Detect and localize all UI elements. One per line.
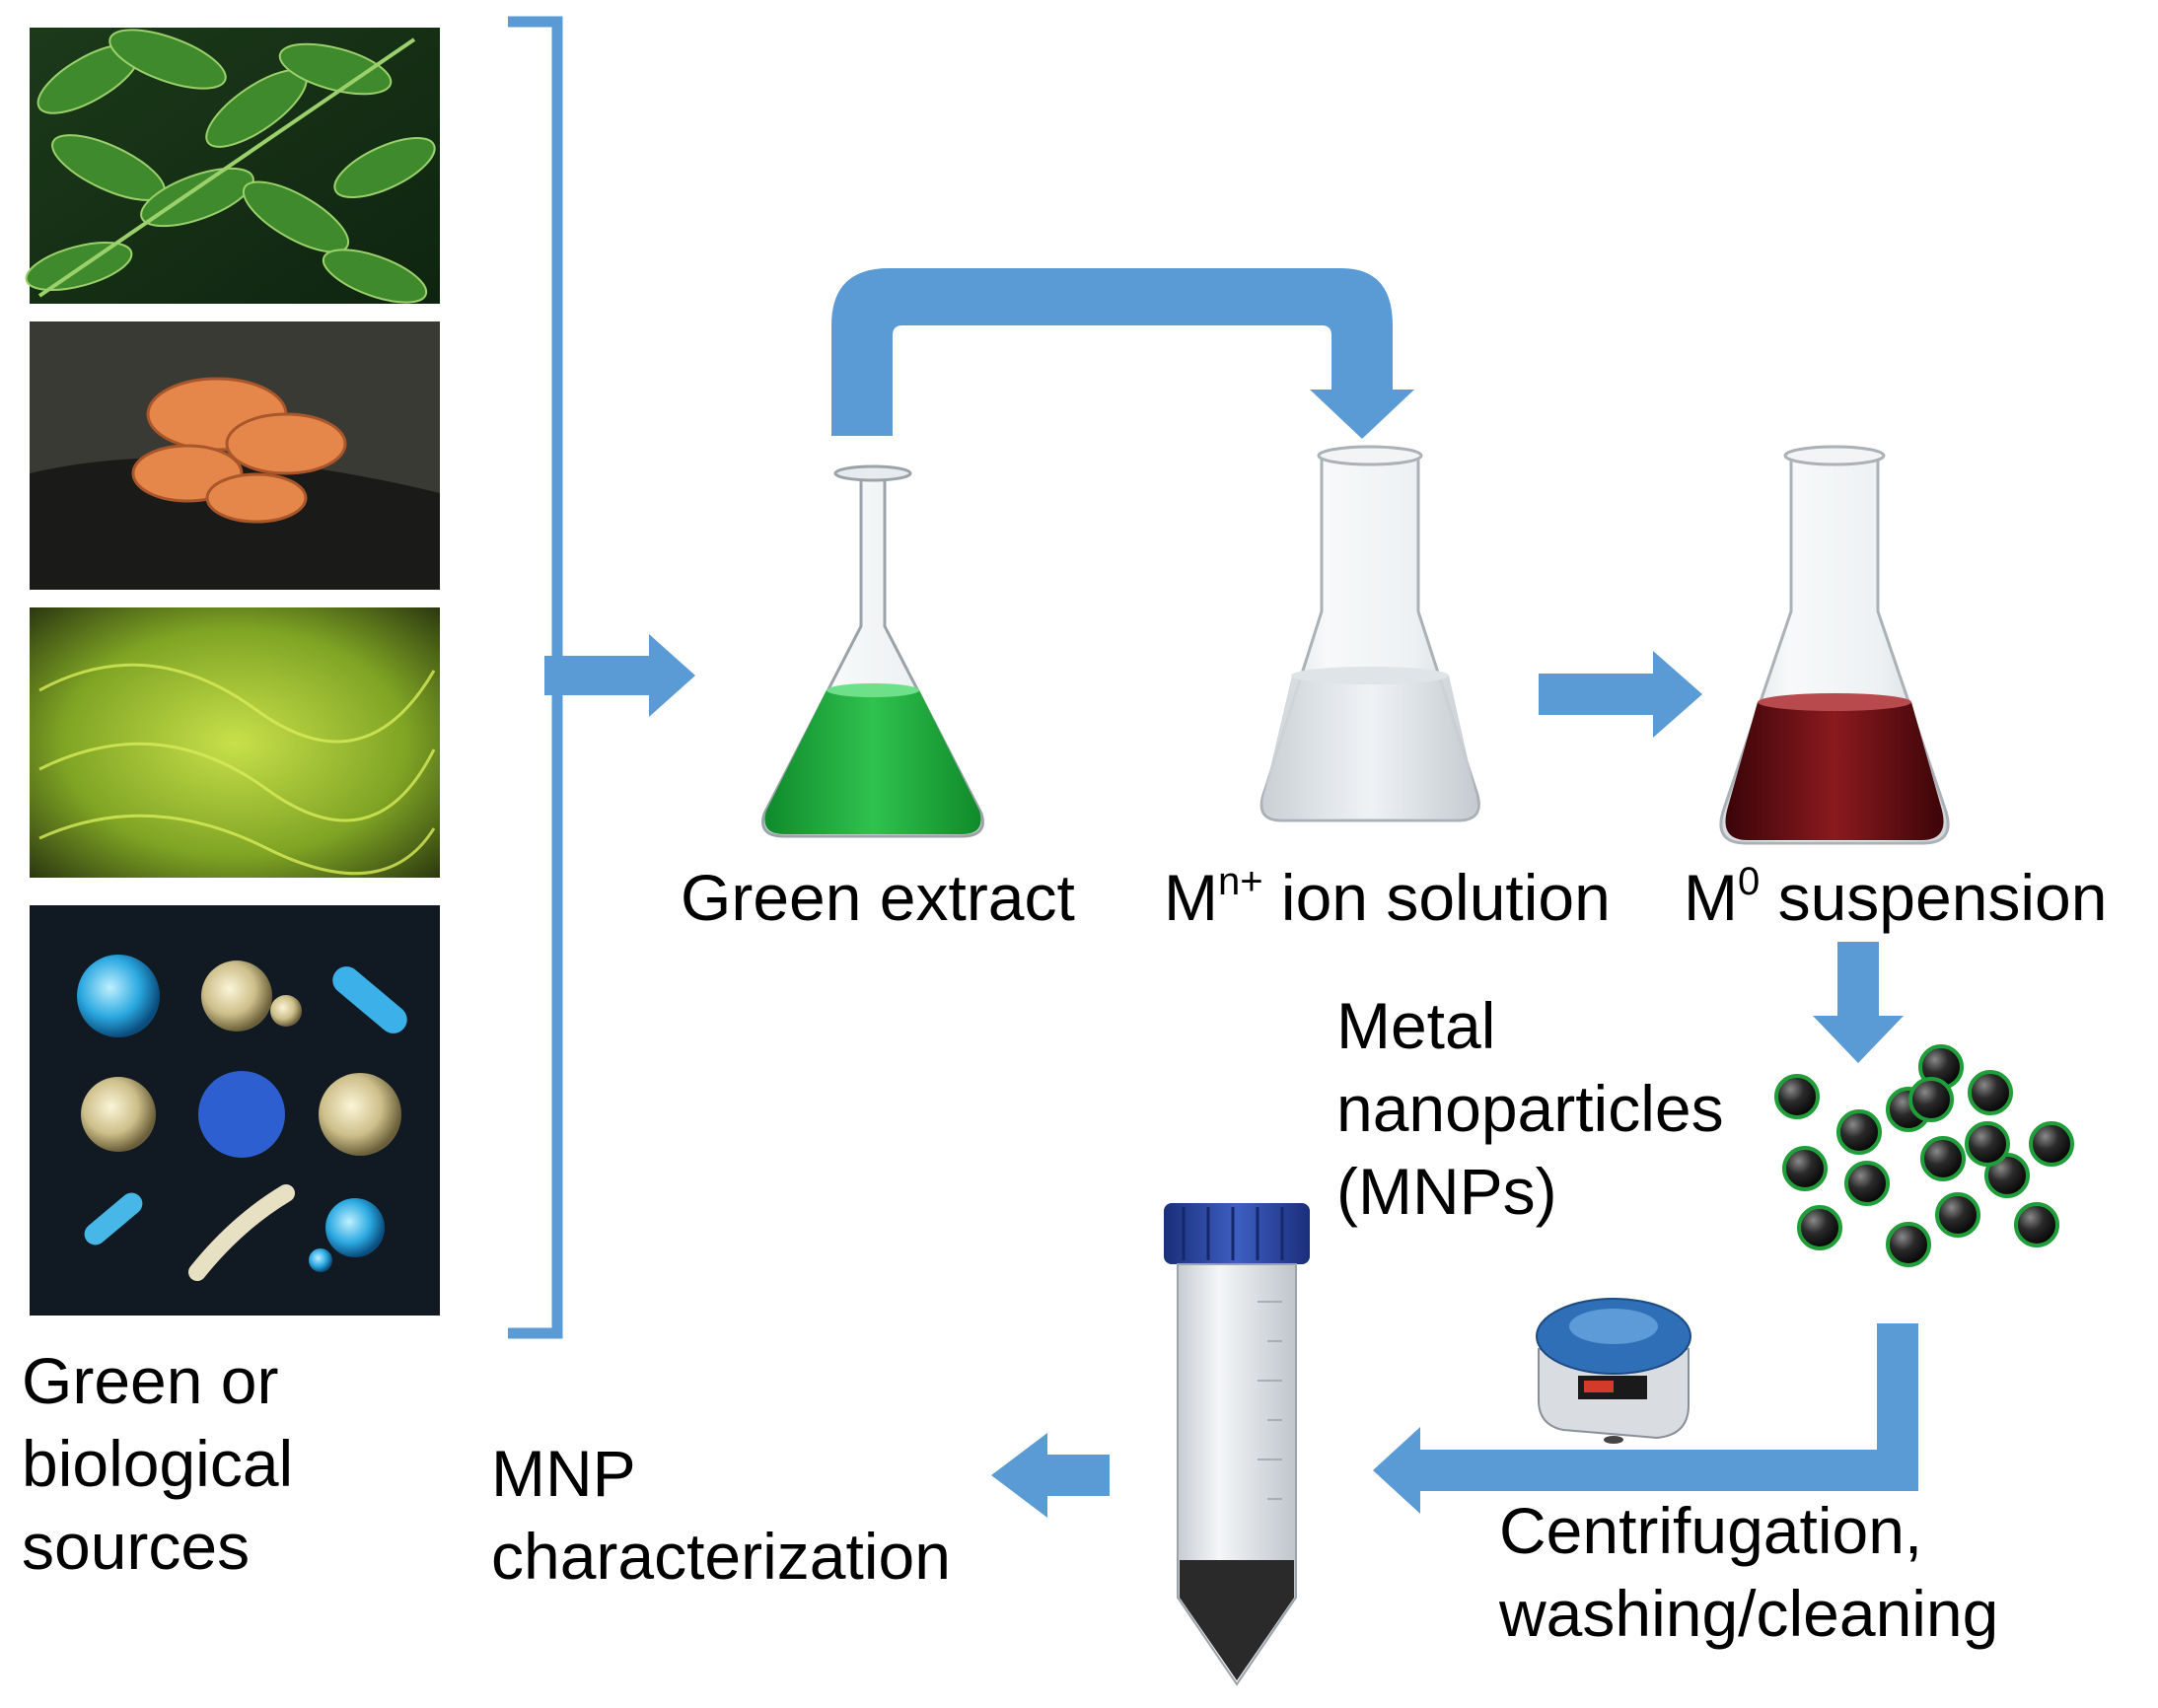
arrow-ion-to-suspension <box>1539 651 1702 738</box>
green-extract-label: Green extract <box>681 861 1075 934</box>
moss-photo <box>30 607 440 878</box>
centrifuge-machine <box>1536 1298 1691 1444</box>
nanoparticle <box>1920 1136 1966 1181</box>
sources-label-line2: biological <box>22 1427 294 1500</box>
ion-solution-text: ion solution <box>1262 861 1611 934</box>
nanoparticle <box>1836 1109 1882 1155</box>
characterization-label-line2: characterization <box>491 1520 951 1593</box>
suspension-charge: 0 <box>1737 860 1761 903</box>
centrifugation-label: Centrifugation, washing/cleaning <box>1499 1489 1998 1655</box>
centrifuge-tube <box>1164 1203 1310 1686</box>
arrow-tube-to-characterization <box>991 1433 1110 1518</box>
suspension-flask <box>1719 445 1950 845</box>
ion-solution-flask <box>1259 445 1480 822</box>
leaves-photo <box>25 28 440 304</box>
centrifugation-label-line1: Centrifugation, <box>1499 1494 1923 1567</box>
microbes-illustration <box>30 905 440 1316</box>
arrow-sources-to-extract <box>544 634 695 717</box>
mushroom-photo <box>30 321 440 590</box>
nanoparticles-label-line2: nanoparticles <box>1336 1072 1724 1145</box>
suspension-symbol: M <box>1684 861 1738 934</box>
characterization-label: MNP characterization <box>491 1432 951 1598</box>
nanoparticle <box>1908 1077 1954 1122</box>
nanoparticle <box>2014 1202 2059 1247</box>
nanoparticle <box>1797 1205 1842 1250</box>
arrow-nanoparticles-to-tube <box>1373 1323 1918 1514</box>
nanoparticle <box>1968 1070 2013 1115</box>
sources-label-line1: Green or <box>22 1344 279 1417</box>
ion-solution-charge: n+ <box>1217 860 1263 903</box>
nanoparticle <box>1782 1146 1828 1191</box>
nanoparticle <box>1774 1074 1820 1119</box>
sources-label: Green or biological sources <box>22 1339 293 1588</box>
suspension-text: suspension <box>1760 861 2108 934</box>
sources-label-line3: sources <box>22 1510 251 1583</box>
nanoparticles-label: Metal nanoparticles (MNPs) <box>1336 984 1724 1233</box>
ion-solution-label: Mn+ ion solution <box>1164 856 1611 939</box>
nanoparticle <box>1935 1192 1980 1238</box>
nanoparticles-label-line1: Metal <box>1336 989 1496 1062</box>
nanoparticle-cluster <box>1774 1044 2074 1267</box>
centrifugation-label-line2: washing/cleaning <box>1499 1577 1999 1650</box>
suspension-label: M0 suspension <box>1684 856 2107 939</box>
arrow-extract-to-ion-solution <box>831 268 1414 439</box>
arrow-suspension-to-nanoparticles <box>1813 942 1904 1063</box>
nanoparticle <box>1965 1121 2010 1167</box>
nanoparticles-label-line3: (MNPs) <box>1336 1155 1557 1228</box>
characterization-label-line1: MNP <box>491 1437 636 1510</box>
nanoparticle <box>1844 1161 1890 1206</box>
green-extract-flask <box>761 464 984 838</box>
nanoparticle <box>2029 1121 2074 1167</box>
nanoparticle <box>1886 1222 1931 1267</box>
ion-solution-symbol: M <box>1164 861 1218 934</box>
